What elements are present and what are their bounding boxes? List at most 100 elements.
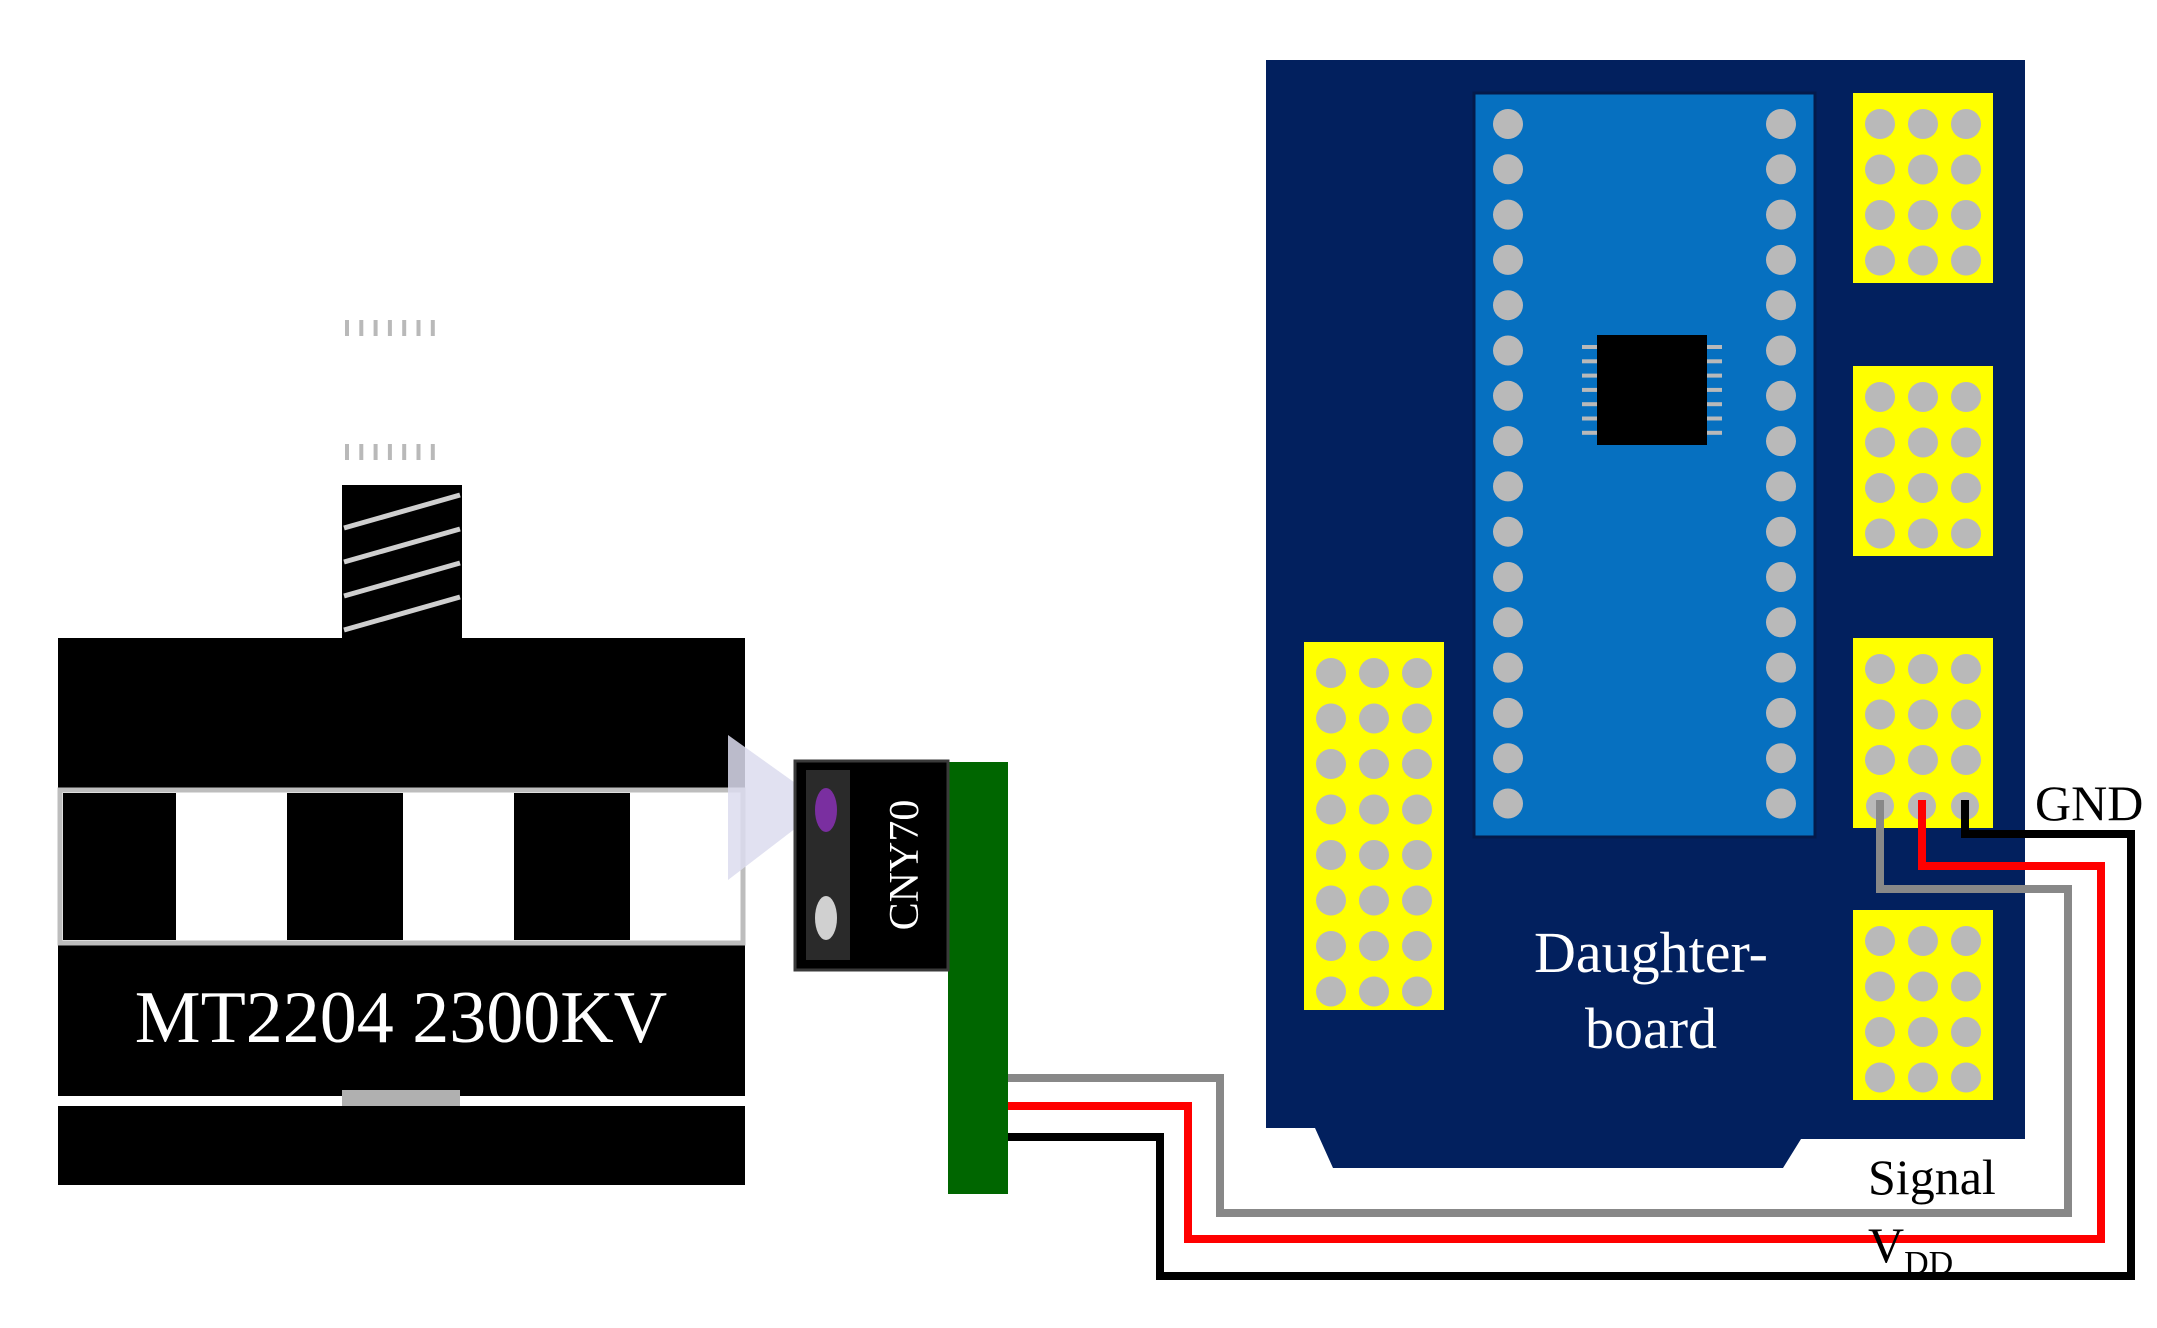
encoder-stripe-black bbox=[63, 793, 176, 940]
module-pin bbox=[1493, 199, 1523, 230]
header-pin bbox=[1402, 976, 1432, 1007]
header-pin bbox=[1402, 840, 1432, 870]
module-pin bbox=[1766, 516, 1796, 547]
vdd-label-sub: DD bbox=[1904, 1245, 1953, 1282]
module-pin bbox=[1766, 743, 1796, 774]
chip-leg bbox=[430, 444, 435, 460]
header-pin bbox=[1908, 382, 1938, 412]
header-pin bbox=[1402, 749, 1432, 779]
chip-leg bbox=[1706, 359, 1722, 364]
module-pin bbox=[1493, 652, 1523, 683]
header-pin bbox=[1402, 703, 1432, 734]
chip-leg bbox=[345, 444, 349, 460]
vdd-label-main: V bbox=[1868, 1217, 1904, 1273]
header-pin bbox=[1359, 976, 1389, 1007]
chip-leg bbox=[1706, 345, 1722, 349]
header-pin bbox=[1908, 654, 1938, 684]
header-pin bbox=[1908, 1062, 1938, 1093]
header-pin bbox=[1865, 654, 1895, 684]
wire-vdd bbox=[1008, 800, 2105, 1243]
module-pin bbox=[1766, 199, 1796, 230]
header-pin bbox=[1951, 654, 1981, 684]
header-pin bbox=[1951, 518, 1981, 549]
motor-shaft-thread bbox=[343, 492, 461, 633]
header-pin bbox=[1865, 971, 1895, 1002]
signal-label: Signal bbox=[1868, 1149, 1996, 1205]
header-pin bbox=[1908, 473, 1938, 503]
header-pin bbox=[1908, 200, 1938, 230]
daughterboard: Daughter- board bbox=[345, 60, 2025, 1168]
module-pin bbox=[1493, 154, 1523, 185]
module-pin bbox=[1493, 743, 1523, 774]
header-pin bbox=[1402, 931, 1432, 961]
header-pin bbox=[1908, 109, 1938, 139]
header-pin bbox=[1402, 658, 1432, 688]
header-pin bbox=[1951, 971, 1981, 1002]
header-pin bbox=[1402, 885, 1432, 916]
header-pin bbox=[1402, 794, 1432, 825]
module-pin bbox=[1766, 471, 1796, 502]
header-pin bbox=[1359, 794, 1389, 825]
header-pin bbox=[1908, 154, 1938, 185]
module-pin bbox=[1766, 652, 1796, 683]
wire-terminal-leads bbox=[1876, 800, 1969, 830]
module-pin bbox=[1766, 109, 1796, 139]
chip-leg bbox=[373, 444, 378, 460]
module-pin bbox=[1766, 562, 1796, 592]
encoder-stripe-black bbox=[514, 793, 630, 940]
header-pin bbox=[1908, 745, 1938, 775]
chip-leg bbox=[359, 320, 364, 336]
header-pin bbox=[1908, 971, 1938, 1002]
chip-leg bbox=[345, 320, 349, 336]
chip-leg bbox=[1706, 402, 1722, 407]
wires bbox=[1008, 800, 2135, 1280]
wire-gnd bbox=[1008, 800, 2135, 1280]
header-pin bbox=[1316, 976, 1346, 1007]
header-pin bbox=[1359, 749, 1389, 779]
header-pin bbox=[1865, 382, 1895, 412]
vdd-label: VDD bbox=[1868, 1217, 1953, 1282]
sensor-label: CNY70 bbox=[882, 800, 928, 931]
chip-leg bbox=[387, 320, 392, 336]
gnd-label: GND bbox=[2035, 775, 2143, 831]
header-pin bbox=[1359, 931, 1389, 961]
header-pin bbox=[1865, 427, 1895, 458]
header-pins bbox=[1316, 109, 1981, 1093]
header-pin bbox=[1359, 885, 1389, 916]
header-pin bbox=[1865, 1017, 1895, 1047]
module-pins-right bbox=[1766, 109, 1796, 819]
module-pin bbox=[1493, 516, 1523, 547]
header-pin bbox=[1908, 245, 1938, 276]
chip-leg bbox=[1582, 387, 1598, 392]
chip-leg bbox=[1706, 373, 1722, 378]
header-pin bbox=[1316, 658, 1346, 688]
module-pin bbox=[1493, 290, 1523, 321]
sensor-pcb bbox=[948, 762, 1008, 1194]
header-pin bbox=[1316, 885, 1346, 916]
module-pin bbox=[1766, 380, 1796, 411]
header-pin bbox=[1316, 931, 1346, 961]
chip-leg bbox=[1582, 373, 1598, 378]
header-pin bbox=[1908, 518, 1938, 549]
ir-led-icon bbox=[815, 788, 837, 832]
chip-leg bbox=[373, 320, 378, 336]
motor-base bbox=[58, 1106, 745, 1185]
header-pin bbox=[1951, 926, 1981, 956]
header-pin bbox=[1316, 794, 1346, 825]
module-pin bbox=[1493, 471, 1523, 502]
motor: MT2204 2300KV bbox=[57, 485, 746, 1185]
board-label-line1: Daughter- bbox=[1534, 920, 1768, 985]
header-pin bbox=[1865, 154, 1895, 185]
motor-shaft bbox=[342, 485, 462, 641]
chip-leg bbox=[1706, 387, 1722, 392]
header-pin bbox=[1865, 473, 1895, 503]
chip-leg bbox=[1582, 416, 1598, 421]
module-pin bbox=[1493, 426, 1523, 457]
header-pin bbox=[1865, 1062, 1895, 1093]
chip-leg bbox=[416, 444, 421, 460]
header-pin bbox=[1951, 745, 1981, 775]
chip-leg bbox=[1582, 359, 1598, 364]
chip-leg bbox=[402, 320, 407, 336]
encoder-stripes bbox=[63, 793, 630, 940]
header-pin bbox=[1951, 1062, 1981, 1093]
